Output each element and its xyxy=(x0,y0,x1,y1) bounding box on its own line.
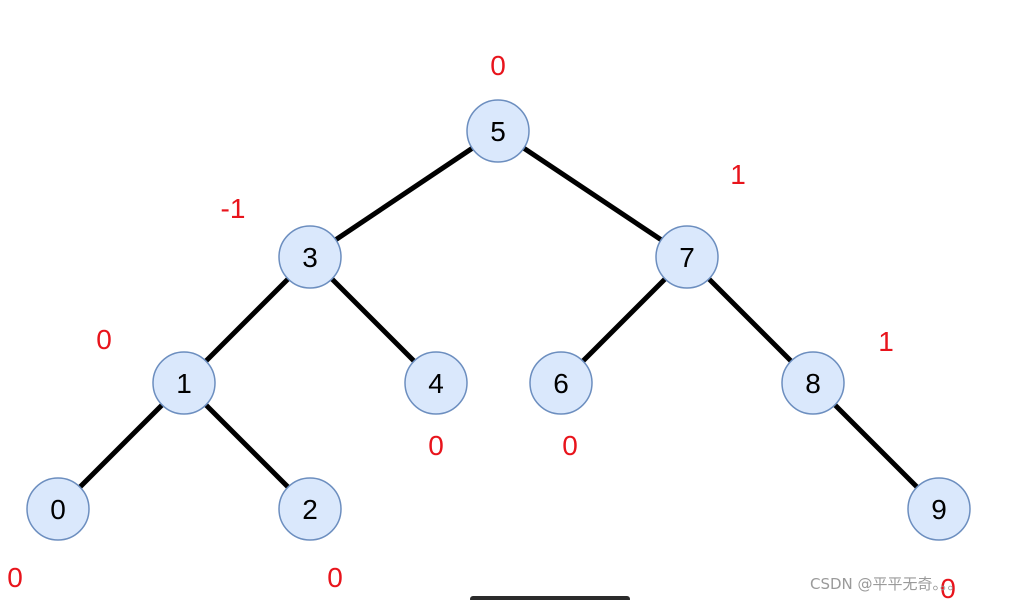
balance-factor-5: 0 xyxy=(490,50,506,81)
tree-node-2: 2 xyxy=(278,477,342,541)
balance-factor-3: -1 xyxy=(221,193,246,224)
tree-node-9: 9 xyxy=(907,477,971,541)
node-value-9: 9 xyxy=(931,494,947,525)
node-circle-3 xyxy=(278,225,342,289)
tree-node-5: 5 xyxy=(466,99,530,163)
balance-factor-0: 0 xyxy=(7,562,23,593)
tree-edges xyxy=(55,128,942,512)
node-circle-8 xyxy=(781,351,845,415)
balance-factor-1: 0 xyxy=(96,324,112,355)
node-value-6: 6 xyxy=(553,368,569,399)
node-circle-4 xyxy=(404,351,468,415)
balance-factor-9: 0 xyxy=(940,573,956,600)
node-circle-6 xyxy=(529,351,593,415)
node-circle-9 xyxy=(907,477,971,541)
tree-node-4: 4 xyxy=(404,351,468,415)
node-value-8: 8 xyxy=(805,368,821,399)
node-value-4: 4 xyxy=(428,368,444,399)
balance-factor-6: 0 xyxy=(562,430,578,461)
tree-node-7: 7 xyxy=(655,225,719,289)
balance-factor-7: 1 xyxy=(730,159,746,190)
tree-nodes: 5 3 7 1 4 6 8 0 2 9 xyxy=(26,99,971,541)
bottom-scroll-indicator xyxy=(470,596,630,600)
node-circle-7 xyxy=(655,225,719,289)
node-circle-1 xyxy=(152,351,216,415)
edge-5-3 xyxy=(307,128,501,260)
node-value-7: 7 xyxy=(679,242,695,273)
balance-factor-4: 0 xyxy=(428,430,444,461)
balance-factor-labels: 0 -1 1 0 0 0 1 0 0 0 xyxy=(7,50,956,600)
balance-factor-2: 0 xyxy=(327,562,343,593)
node-circle-2 xyxy=(278,477,342,541)
node-value-3: 3 xyxy=(302,242,318,273)
node-circle-5 xyxy=(466,99,530,163)
tree-node-0: 0 xyxy=(26,477,90,541)
tree-node-6: 6 xyxy=(529,351,593,415)
node-value-0: 0 xyxy=(50,494,66,525)
watermark: CSDN @平平无奇。。。 xyxy=(810,575,963,593)
node-circle-0 xyxy=(26,477,90,541)
node-value-5: 5 xyxy=(490,116,506,147)
tree-node-8: 8 xyxy=(781,351,845,415)
node-value-2: 2 xyxy=(302,494,318,525)
tree-node-3: 3 xyxy=(278,225,342,289)
node-value-1: 1 xyxy=(176,368,192,399)
edge-5-7 xyxy=(495,128,690,260)
balance-factor-8: 1 xyxy=(878,326,894,357)
tree-node-1: 1 xyxy=(152,351,216,415)
